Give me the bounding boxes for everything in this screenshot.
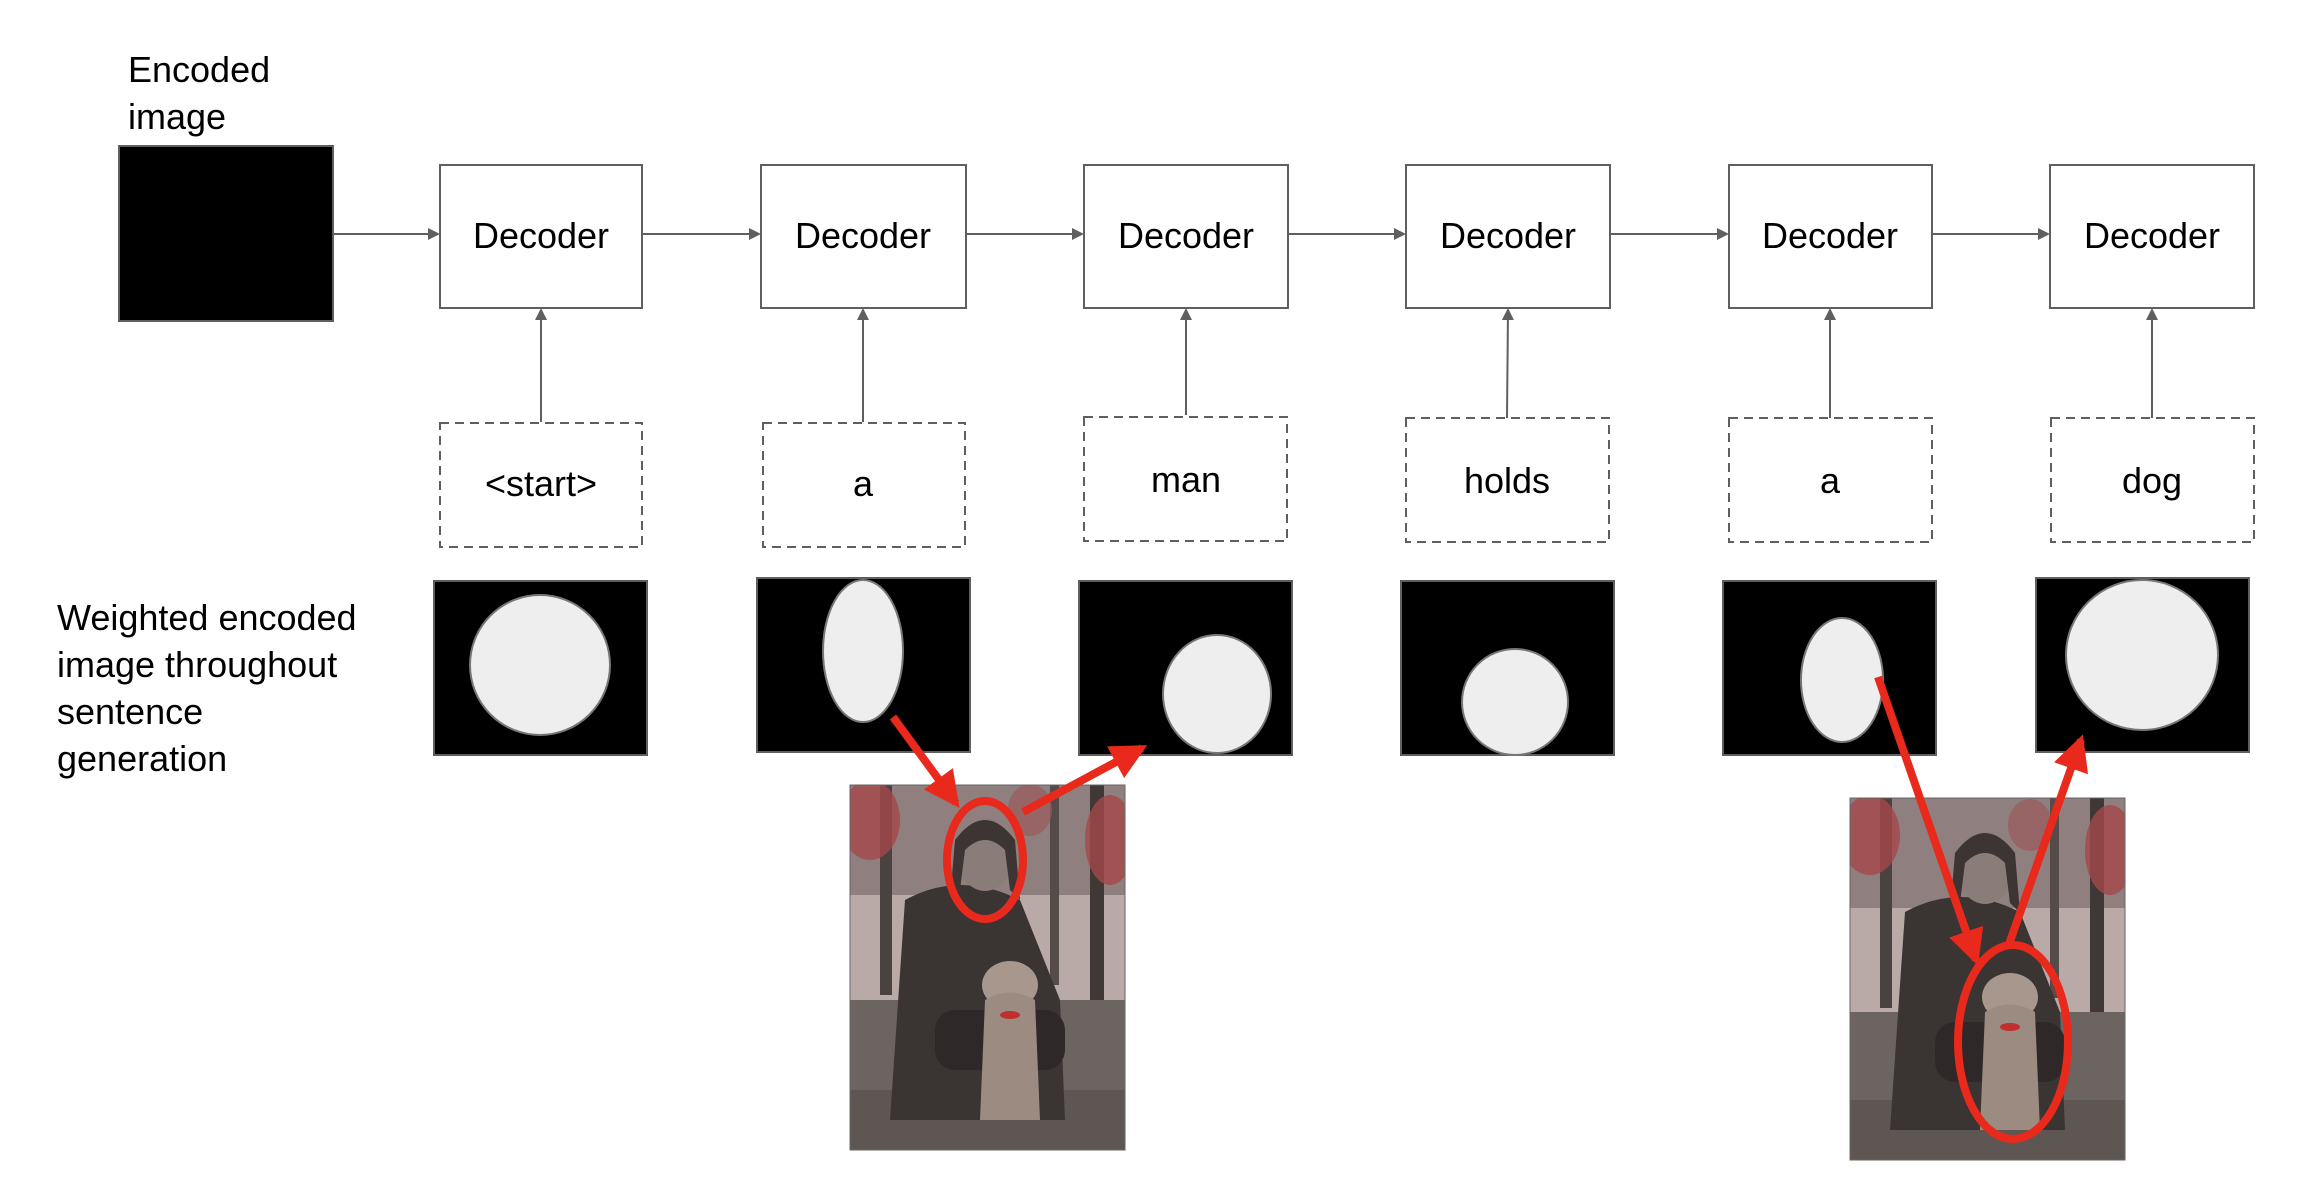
highlight-circle-dog [1954, 941, 2072, 1143]
decoder-label: Decoder [795, 215, 931, 256]
word-input-2: a [762, 422, 966, 548]
attention-map-3 [1078, 580, 1293, 756]
decoder-row: Decoder Decoder Decoder Decoder Decoder … [439, 164, 2255, 309]
photo-man-and-dog-dog-focus [1850, 798, 2125, 1160]
attention-region [1461, 648, 1569, 756]
decoder-3: Decoder [1083, 164, 1289, 309]
decoder-box [439, 164, 643, 309]
decoder-label: Decoder [1762, 215, 1898, 256]
decoder-5: Decoder [1728, 164, 1933, 309]
word-label: dog [2122, 460, 2182, 501]
attention-row [433, 577, 2250, 756]
decoder-6: Decoder [2049, 164, 2255, 309]
red-arrow-map2-to-head [889, 714, 960, 808]
word-box [1083, 416, 1288, 542]
attention-region [1162, 634, 1272, 754]
encoded-image-block [118, 145, 334, 322]
weighted-image-caption: Weighted encoded image throughout senten… [57, 597, 357, 779]
decoder-box [1083, 164, 1289, 309]
attention-map-4 [1400, 580, 1615, 756]
arrow-word-4-up [1501, 308, 1514, 419]
word-box [2050, 417, 2255, 543]
attention-region [469, 594, 611, 736]
decoder-label: Decoder [473, 215, 609, 256]
decoder-label: Decoder [2084, 215, 2220, 256]
attention-map-6 [2035, 577, 2250, 753]
decoder-box [1728, 164, 1933, 309]
decoder-label: Decoder [1118, 215, 1254, 256]
word-label: <start> [485, 463, 597, 504]
red-arrow-map5-to-dog [1874, 675, 1984, 966]
decoder-4: Decoder [1405, 164, 1611, 309]
word-row: <start> a man holds a dog [439, 416, 2255, 548]
decoder-label: Decoder [1440, 215, 1576, 256]
word-label: holds [1464, 460, 1550, 501]
highlight-arrows [889, 675, 2088, 966]
word-input-3: man [1083, 416, 1288, 542]
decoder-2: Decoder [760, 164, 967, 309]
photo-frame-1 [849, 784, 1126, 1151]
red-arrow-dog-to-map6 [2004, 734, 2088, 949]
word-input-6: dog [2050, 417, 2255, 543]
word-box [762, 422, 966, 548]
word-label: a [853, 463, 874, 504]
word-input-4: holds [1405, 417, 1610, 543]
word-label: man [1151, 459, 1221, 500]
decoder-box [1405, 164, 1611, 309]
attention-region [1800, 617, 1884, 743]
photo-man-and-dog-head-focus [850, 785, 1125, 1150]
attention-region [822, 579, 904, 723]
attention-map-1 [433, 580, 648, 756]
word-box [1405, 417, 1610, 543]
highlight-circle-head [943, 797, 1027, 923]
word-box [1728, 417, 1933, 543]
decoder-box [2049, 164, 2255, 309]
word-label: a [1820, 460, 1841, 501]
attention-map-5 [1722, 580, 1937, 756]
encoded-image-caption: Encoded image [128, 49, 271, 137]
word-box [439, 422, 643, 548]
vertical-arrows [535, 308, 2158, 422]
red-arrow-head-to-map3 [1021, 744, 1148, 816]
decoder-1: Decoder [439, 164, 643, 309]
word-input-1: <start> [439, 422, 643, 548]
attention-map-2 [756, 577, 971, 753]
decoder-box [760, 164, 967, 309]
word-input-5: a [1728, 417, 1933, 543]
photo-frame-2 [1849, 797, 2126, 1161]
attention-region [2065, 579, 2219, 731]
